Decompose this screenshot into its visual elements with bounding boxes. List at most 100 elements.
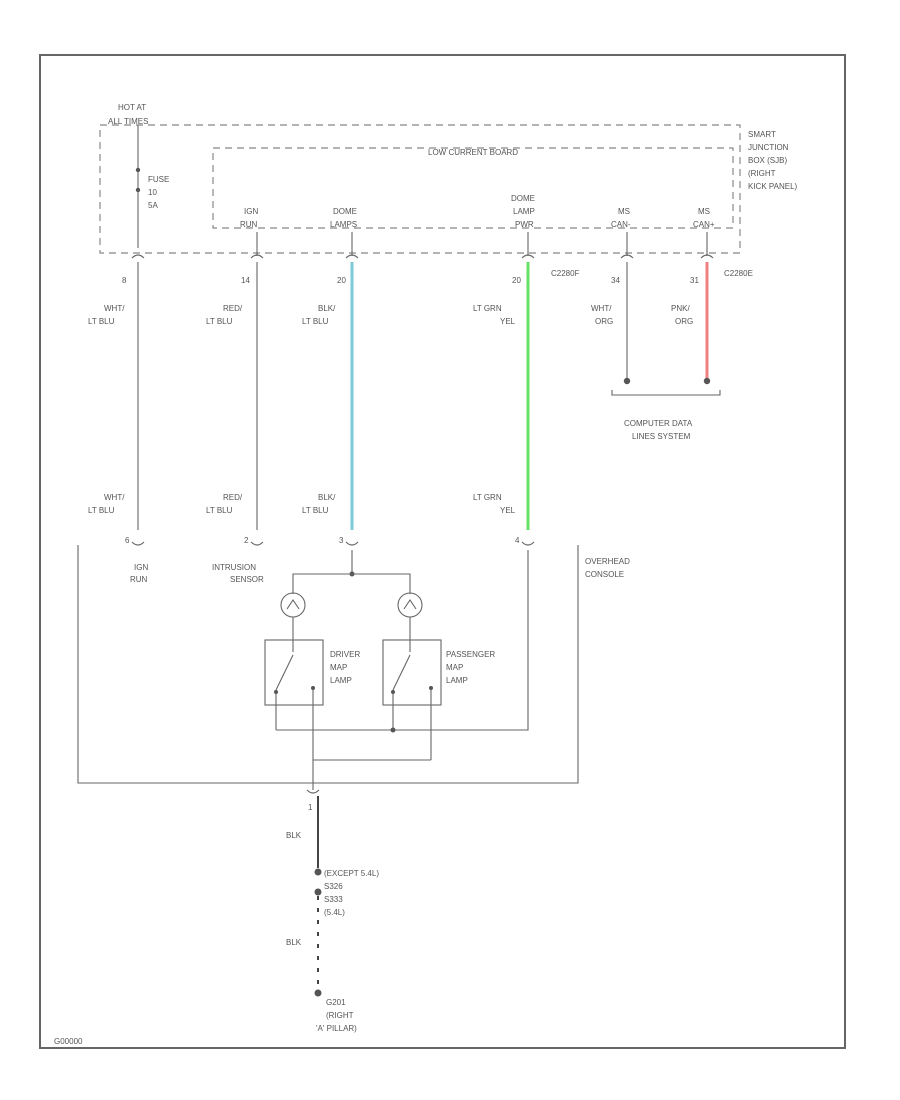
overhead-console-line1: OVERHEAD — [585, 557, 630, 566]
connector-arc-1 — [131, 254, 145, 259]
pin-dome-lamp-pwr-line2: LAMP — [513, 207, 535, 216]
data-node-can-low — [623, 377, 631, 385]
data-node-can-high — [703, 377, 711, 385]
pin-ms-can-low-line1: MS — [618, 207, 630, 216]
fuse-number: 10 — [148, 188, 157, 197]
splice-node-1 — [314, 868, 322, 876]
ground-ref-line3: 'A' PILLAR) — [316, 1024, 357, 1033]
low-current-board-box — [212, 147, 734, 229]
intrusion-sensor-line1: INTRUSION — [212, 563, 256, 572]
console-conn-arc-4 — [521, 541, 535, 546]
splice-node-2 — [314, 888, 322, 896]
fuse-terminal-bottom — [135, 187, 141, 193]
driver-switch-contact-1 — [274, 690, 278, 694]
passenger-map-lamp-bulb — [397, 592, 423, 618]
computer-data-lines-1: COMPUTER DATA — [624, 419, 693, 428]
wire-label-bot-2a: RED/ — [223, 493, 243, 502]
data-lines-bracket — [611, 390, 721, 396]
console-pin-3: 3 — [339, 536, 344, 545]
driver-switch-contact-2 — [311, 686, 315, 690]
console-conn-arc-1 — [131, 541, 145, 546]
console-feed-bus — [276, 550, 529, 731]
wire-label-top-1b: LT BLU — [88, 317, 115, 326]
connector-arc-4 — [521, 254, 535, 259]
driver-switch-blade — [275, 654, 294, 691]
circuit-num-6: 31 — [690, 276, 699, 285]
connector-c2280e: C2280E — [724, 269, 753, 278]
overhead-console-line2: CONSOLE — [585, 570, 624, 579]
ign-run-line2: RUN — [130, 575, 148, 584]
sjb-box — [99, 124, 741, 254]
wire-label-top-5b: ORG — [595, 317, 613, 326]
hot-at-all-times-line1: HOT AT — [118, 103, 146, 112]
splice-note-1: (EXCEPT 5.4L) — [324, 869, 379, 878]
wire-label-bot-1a: WHT/ — [104, 493, 125, 502]
fuse-label: FUSE — [148, 175, 169, 184]
passenger-map-lamp-line1: PASSENGER — [446, 650, 495, 659]
diagram-frame — [39, 54, 846, 1049]
driver-map-lamp-line2: MAP — [330, 663, 347, 672]
sjb-line3: BOX (SJB) — [748, 156, 787, 165]
wire-label-top-5a: WHT/ — [591, 304, 612, 313]
pin-ms-can-high-line1: MS — [698, 207, 710, 216]
ground-conn-arc — [306, 789, 320, 794]
console-pin-4: 4 — [515, 536, 520, 545]
passenger-switch-blade — [392, 654, 411, 691]
splice-note-3: S333 — [324, 895, 343, 904]
fuse-rating: 5A — [148, 201, 158, 210]
ground-ref-line1: G201 — [326, 998, 346, 1007]
low-current-board-label: LOW CURRENT BOARD — [428, 148, 518, 157]
passenger-switch-box — [382, 639, 442, 706]
circuit-num-5: 34 — [611, 276, 620, 285]
ground-bus — [312, 730, 431, 761]
circuit-num-1: 8 — [122, 276, 127, 285]
wire-label-top-2a: RED/ — [223, 304, 243, 313]
wire-label-top-6b: ORG — [675, 317, 693, 326]
sjb-line5: KICK PANEL) — [748, 182, 798, 191]
passenger-switch-contact-1 — [391, 690, 395, 694]
ground-pin: 1 — [308, 803, 313, 812]
console-conn-arc-3 — [345, 541, 359, 546]
passenger-lamp-filament — [403, 599, 417, 610]
connector-c2280f: C2280F — [551, 269, 580, 278]
wire-label-bot-4a: LT GRN — [473, 493, 502, 502]
sjb-line1: SMART — [748, 130, 776, 139]
driver-switch-box — [264, 639, 324, 706]
wire-label-top-3b: LT BLU — [302, 317, 329, 326]
wire-label-top-6a: PNK/ — [671, 304, 690, 313]
lamp-bus — [292, 573, 411, 594]
pin-dome-lamps-line2: LAMPS — [330, 220, 357, 229]
passenger-map-lamp-line2: MAP — [446, 663, 463, 672]
console-conn-arc-2 — [250, 541, 264, 546]
pin-ign-run-line1: IGN — [244, 207, 258, 216]
driver-map-lamp-bulb — [280, 592, 306, 618]
pin-dome-lamps-line1: DOME — [333, 207, 357, 216]
wire-label-top-4b: YEL — [500, 317, 516, 326]
splice-note-4: (5.4L) — [324, 908, 345, 917]
connector-arc-6 — [700, 254, 714, 259]
wire-blk-2-label: BLK — [286, 938, 302, 947]
pin-ign-run-line2: RUN — [240, 220, 258, 229]
connector-arc-2 — [250, 254, 264, 259]
circuit-num-4: 20 — [512, 276, 521, 285]
wire-label-bot-3a: BLK/ — [318, 493, 336, 502]
wire-label-bot-3b: LT BLU — [302, 506, 329, 515]
driver-map-lamp-line1: DRIVER — [330, 650, 360, 659]
wire-label-bot-1b: LT BLU — [88, 506, 115, 515]
driver-map-lamp-line3: LAMP — [330, 676, 352, 685]
overhead-console-outline — [77, 545, 579, 784]
ground-point — [314, 989, 322, 997]
hot-at-all-times-line2: ALL TIMES — [108, 117, 148, 126]
wire-label-bot-2b: LT BLU — [206, 506, 233, 515]
sjb-line4: (RIGHT — [748, 169, 776, 178]
wire-label-bot-4b: YEL — [500, 506, 516, 515]
connector-arc-3 — [345, 254, 359, 259]
passenger-map-lamp-line3: LAMP — [446, 676, 468, 685]
intrusion-sensor-line2: SENSOR — [230, 575, 264, 584]
wire-blk-label: BLK — [286, 831, 302, 840]
driver-lamp-filament — [286, 599, 300, 610]
circuit-num-3: 20 — [337, 276, 346, 285]
computer-data-lines-2: LINES SYSTEM — [632, 432, 691, 441]
splice-note-2: S326 — [324, 882, 343, 891]
